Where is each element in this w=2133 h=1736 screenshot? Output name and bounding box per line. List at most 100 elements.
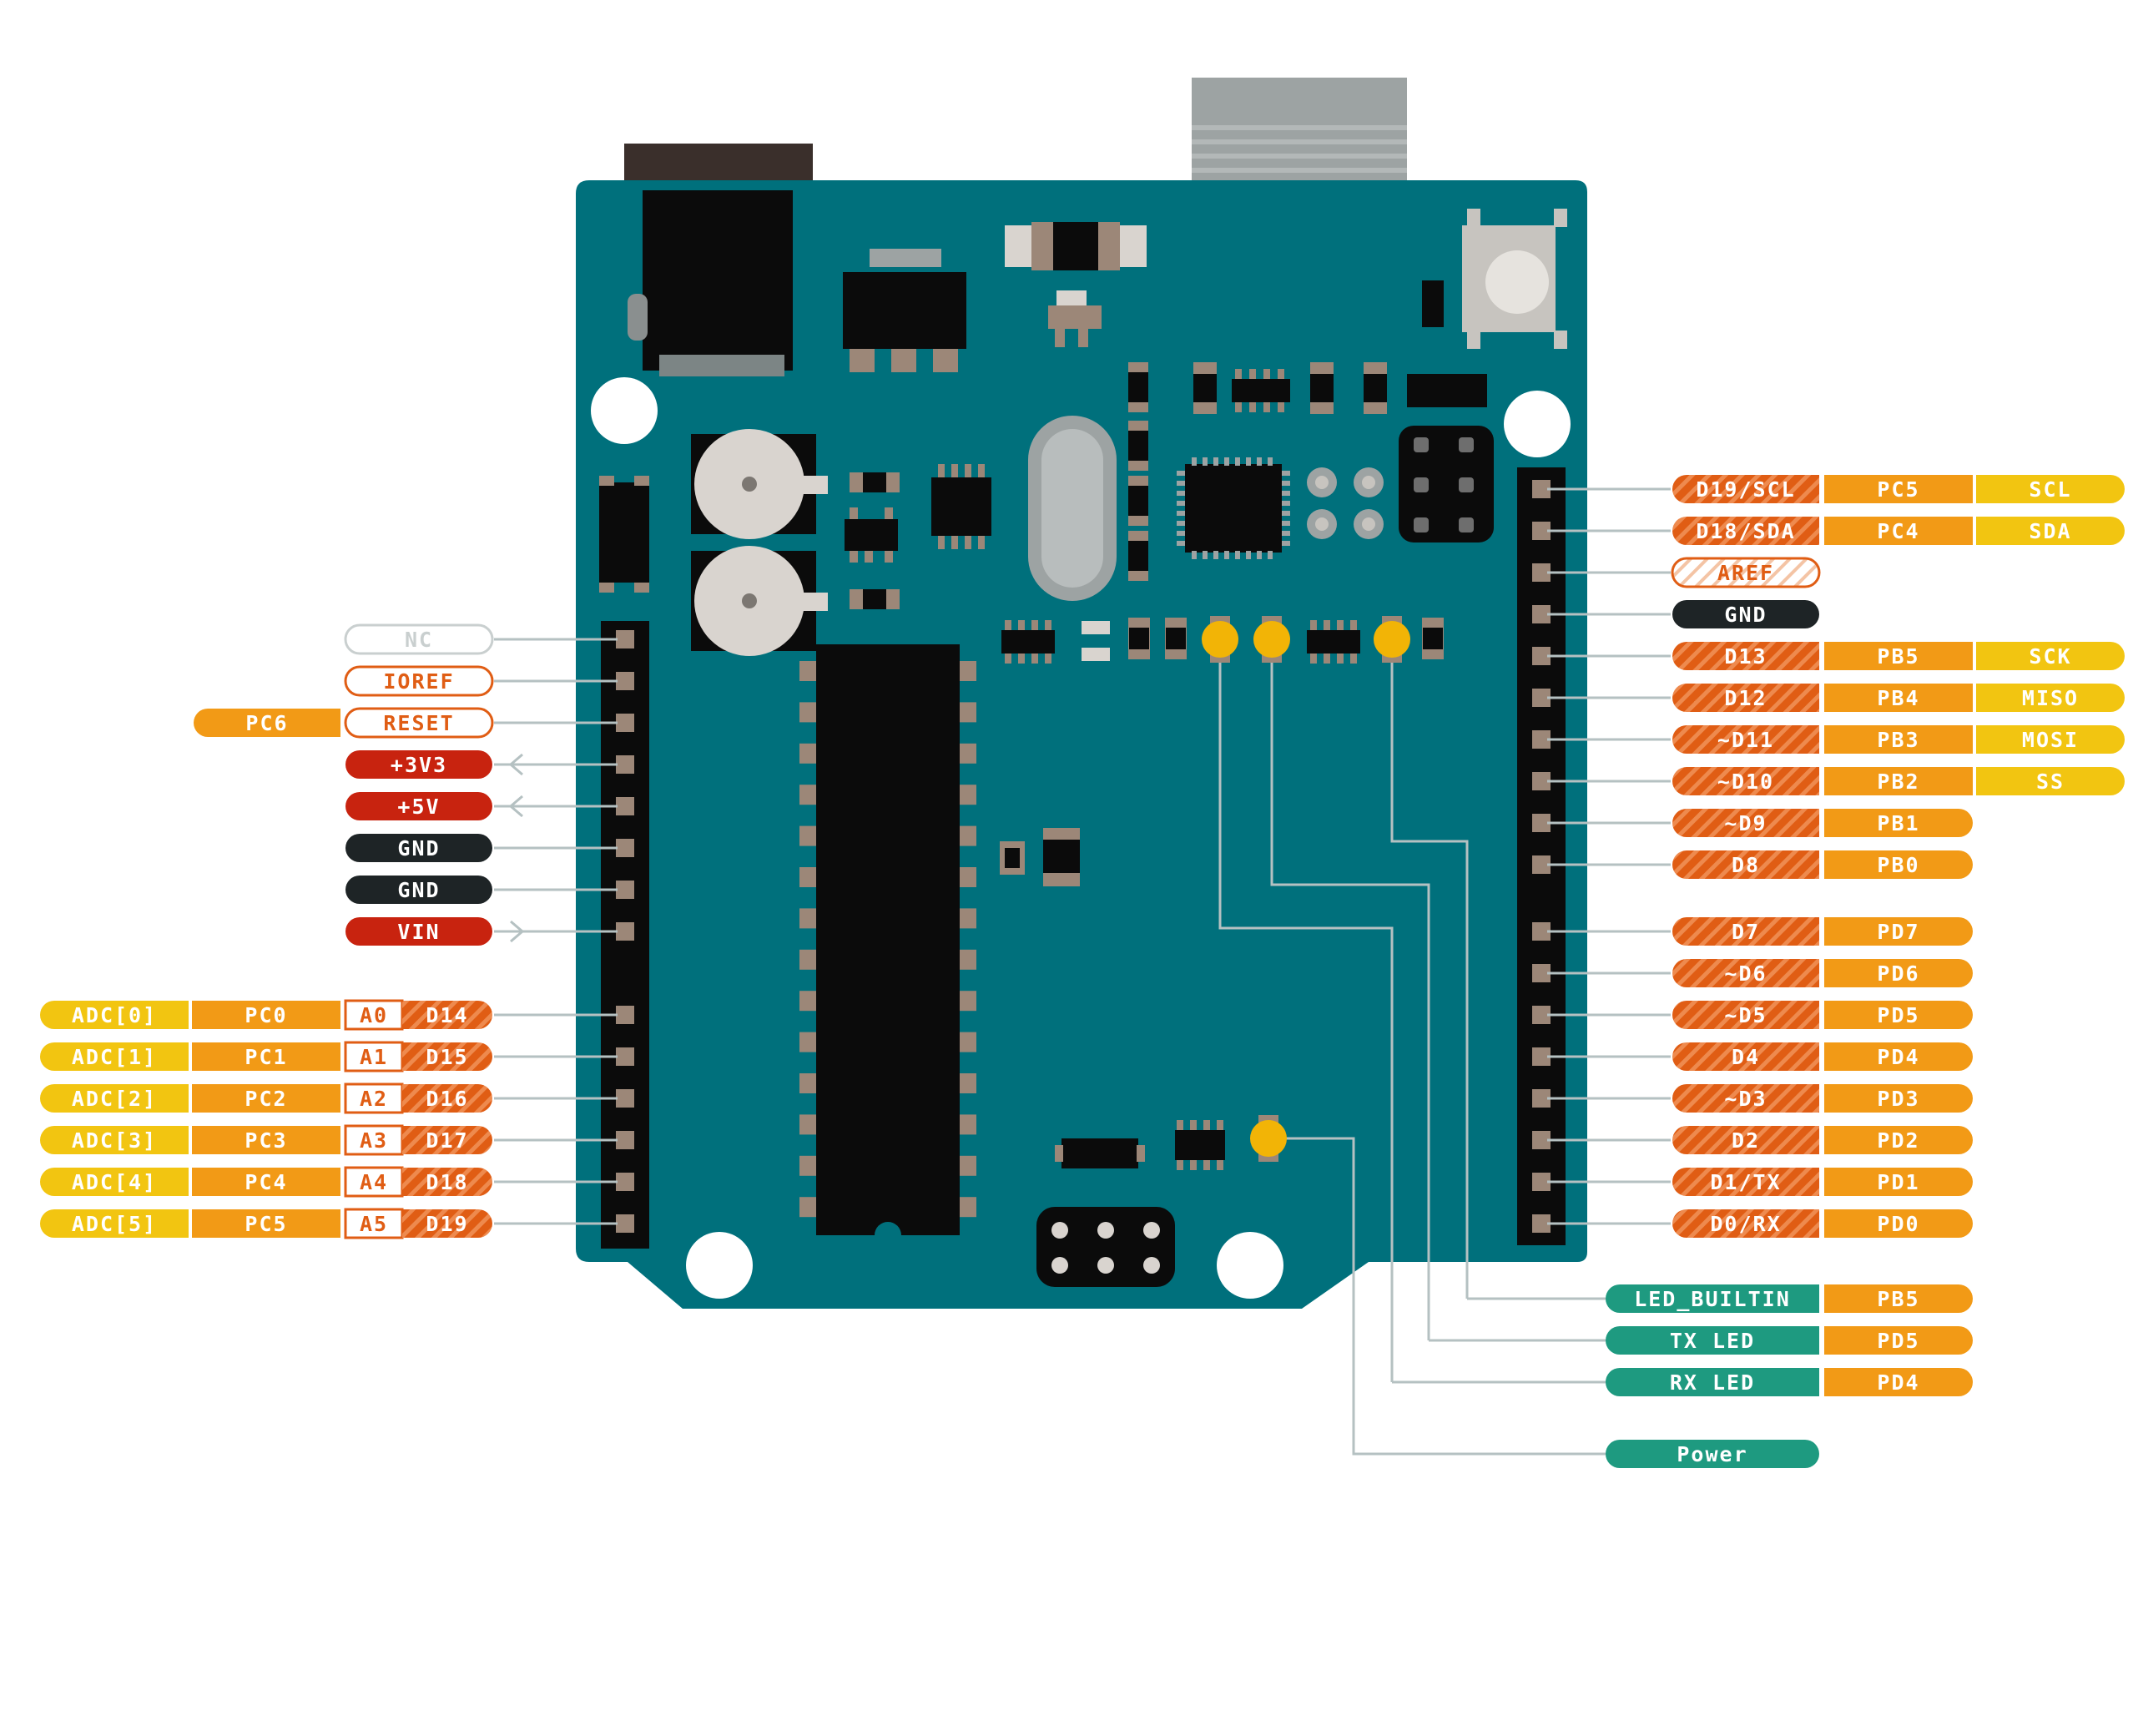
digital-pin-row: GND <box>1672 600 1819 628</box>
arrow-left-icon <box>508 753 523 776</box>
digital-pin-row: AREF <box>1671 557 1821 588</box>
digital-label: D17 <box>402 1126 492 1154</box>
port-label: PD2 <box>1824 1126 1973 1154</box>
pin-label: D18/SDA <box>1672 517 1819 545</box>
function-label: SDA <box>1976 517 2125 545</box>
led-label-row: TX LED PD5 <box>1606 1326 1973 1355</box>
board-leds <box>1202 616 1410 1162</box>
adc-label-text: ADC[0] <box>72 1003 157 1027</box>
adc-label: ADC[3] <box>40 1126 189 1154</box>
pin-label-text: D0/RX <box>1710 1212 1781 1236</box>
pin-label: ~D10 <box>1672 767 1819 795</box>
analog-label-text: A5 <box>360 1212 388 1236</box>
arduino-board <box>576 78 1587 1309</box>
port-label: PD5 <box>1824 1326 1973 1355</box>
port-label: PD4 <box>1824 1042 1973 1071</box>
adc-label-text: ADC[5] <box>72 1212 157 1236</box>
pin-label-text: D1/TX <box>1710 1170 1781 1194</box>
crystal-oscillator-icon <box>1028 416 1117 601</box>
port-label: PC0 <box>192 1001 340 1029</box>
function-label-text: SCK <box>2029 644 2071 669</box>
adc-label-text: ADC[2] <box>72 1087 157 1111</box>
pin-label-text: +3V3 <box>391 753 447 777</box>
port-label-text: PB3 <box>1877 728 1919 752</box>
pin-label-text: RESET <box>383 711 454 735</box>
header-pads <box>616 480 1551 1233</box>
digital-label-text: D16 <box>426 1087 468 1111</box>
atmega328p-chip-icon <box>799 644 976 1235</box>
port-label: PD0 <box>1824 1209 1973 1238</box>
inductor-icon <box>599 476 649 593</box>
digital-label-text: D14 <box>426 1003 468 1027</box>
led-label: TX LED <box>1606 1326 1819 1355</box>
pin-label-text: D4 <box>1732 1045 1760 1069</box>
port-label-text: PD5 <box>1877 1329 1919 1353</box>
port-label-text: PB5 <box>1877 1287 1919 1311</box>
left-pin-row: GND <box>345 834 492 862</box>
pin-label: ~D3 <box>1672 1084 1819 1113</box>
port-label: PD3 <box>1824 1084 1973 1113</box>
left-pin-row: +5V <box>345 792 523 820</box>
digital-label: D16 <box>402 1084 492 1113</box>
pin-label-text: GND <box>397 878 440 902</box>
pin-label: D8 <box>1672 850 1819 879</box>
pin-label: GND <box>1672 600 1819 628</box>
port-label-text: PD0 <box>1877 1212 1919 1236</box>
analog-label-text: A3 <box>360 1128 388 1153</box>
led-label-text: LED_BUILTIN <box>1634 1287 1791 1311</box>
port-label-text: PC6 <box>245 711 288 735</box>
pin-label-text: D2 <box>1732 1128 1760 1153</box>
power-led-icon <box>1250 1115 1287 1162</box>
icsp-header-bottom-icon <box>1036 1207 1175 1287</box>
port-label: PB4 <box>1824 684 1973 712</box>
port-label-text: PC5 <box>245 1212 287 1236</box>
port-label: PC2 <box>192 1084 340 1113</box>
pin-label-text: IOREF <box>383 669 454 694</box>
analog-label-text: A2 <box>360 1087 388 1111</box>
port-label: PD5 <box>1824 1001 1973 1029</box>
digital-pin-row: D18/SDA PC4 SDA <box>1672 517 2125 545</box>
analog-label-text: A1 <box>360 1045 388 1069</box>
adc-label-text: ADC[3] <box>72 1128 157 1153</box>
port-label-text: PD5 <box>1877 1003 1919 1027</box>
port-label: PC5 <box>1824 475 1973 503</box>
function-label-text: SS <box>2036 770 2065 794</box>
port-label: PD1 <box>1824 1168 1973 1196</box>
port-label-text: PC2 <box>245 1087 287 1111</box>
pin-label-text: ~D6 <box>1724 961 1767 986</box>
port-label-text: PB1 <box>1877 811 1919 835</box>
capacitor-icons <box>691 429 828 656</box>
adc-label: ADC[4] <box>40 1168 189 1196</box>
analog-pin-row: ADC[2] PC2 A2 D16 <box>40 1082 492 1114</box>
port-label: PB2 <box>1824 767 1973 795</box>
digital-label: D15 <box>402 1042 492 1071</box>
resistor-icons <box>1128 362 1148 581</box>
pin-label: D1/TX <box>1672 1168 1819 1196</box>
pin-label: VIN <box>345 917 492 946</box>
port-label: PB1 <box>1824 809 1973 837</box>
analog-label: A1 <box>344 1041 404 1072</box>
port-label-text: PC4 <box>1877 519 1919 543</box>
digital-pin-row: D1/TX PD1 <box>1672 1168 1973 1196</box>
led-label-text: TX LED <box>1670 1329 1755 1353</box>
arrow-right-icon <box>510 920 525 943</box>
port-label: PC4 <box>192 1168 340 1196</box>
pin-label-text: D12 <box>1724 686 1767 710</box>
port-label-text: PC1 <box>245 1045 287 1069</box>
pin-label: D7 <box>1672 917 1819 946</box>
port-label: PC6 <box>194 709 340 737</box>
digital-pin-row: D4 PD4 <box>1672 1042 1973 1071</box>
function-label-text: MOSI <box>2022 728 2079 752</box>
port-label-text: PD6 <box>1877 961 1919 986</box>
left-pin-row: VIN <box>345 917 525 946</box>
port-label: PD4 <box>1824 1368 1973 1396</box>
adc-label: ADC[5] <box>40 1209 189 1238</box>
analog-label-text: A4 <box>360 1170 388 1194</box>
led-label: Power <box>1606 1440 1819 1468</box>
adc-label: ADC[0] <box>40 1001 189 1029</box>
